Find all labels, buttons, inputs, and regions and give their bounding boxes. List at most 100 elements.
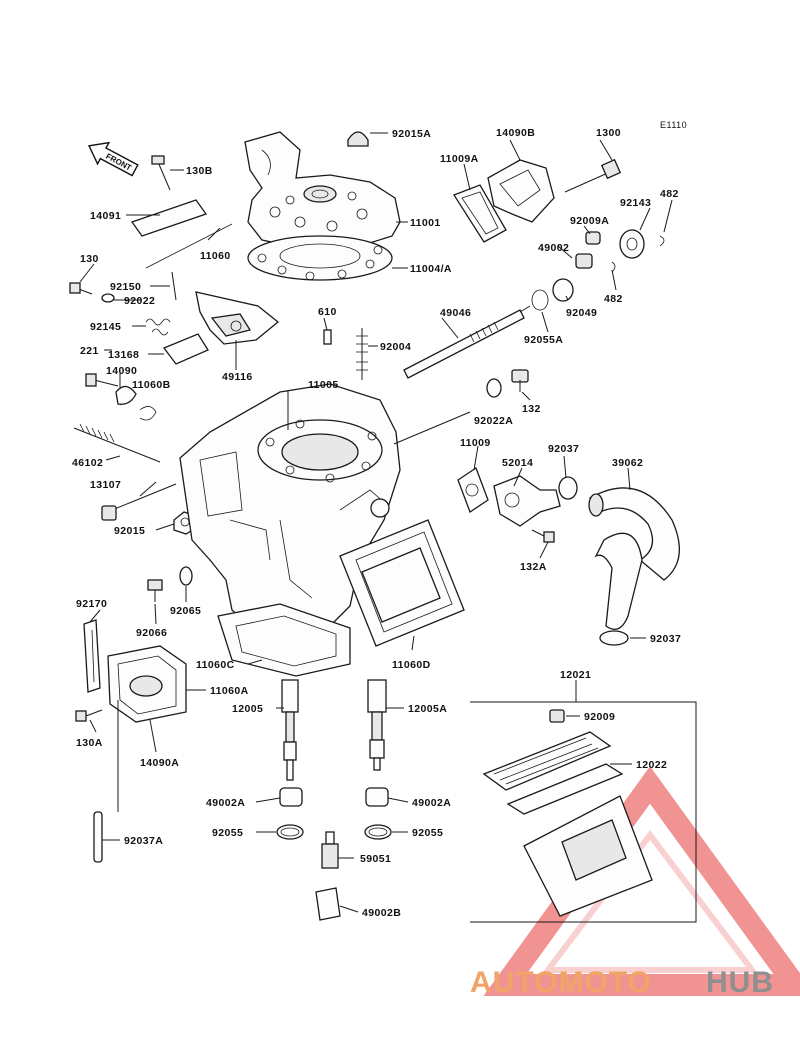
- base-gasket-11060C: [217, 603, 351, 677]
- label-14090A: 14090A: [140, 757, 179, 769]
- power-valve-assembly: [162, 291, 280, 365]
- label-12022: 12022: [636, 759, 667, 771]
- leader-lines: [79, 132, 673, 913]
- label-610: 610: [318, 306, 337, 318]
- label-11001: 11001: [410, 217, 441, 229]
- front-arrow-icon: FRONT: [88, 141, 139, 177]
- label-221: 221: [80, 345, 99, 357]
- label-92022A: 92022A: [474, 415, 513, 427]
- label-482-bottom: 482: [604, 293, 623, 305]
- label-92015: 92015: [114, 525, 145, 537]
- label-49046: 49046: [440, 307, 471, 319]
- bolt-130: [69, 271, 177, 303]
- label-132A: 132A: [520, 561, 547, 573]
- label-92037-top: 92037: [548, 443, 579, 455]
- o-rings-92055: [276, 824, 392, 840]
- washer-92065: [179, 566, 193, 586]
- clip: [139, 406, 157, 421]
- label-13168: 13168: [108, 349, 139, 361]
- diagram-code: E1110: [660, 120, 687, 130]
- label-92037-bottom: 92037: [650, 633, 681, 645]
- label-11009: 11009: [460, 437, 491, 449]
- label-92170: 92170: [76, 598, 107, 610]
- label-46102: 46102: [72, 457, 103, 469]
- water-outlet-52014: [493, 475, 561, 527]
- label-1300: 1300: [596, 127, 621, 139]
- label-92049: 92049: [566, 307, 597, 319]
- clamp-92037-bottom: [599, 630, 629, 646]
- label-482-top: 482: [660, 188, 679, 200]
- label-130B: 130B: [186, 165, 213, 177]
- watermark-text-b: HUB: [706, 966, 774, 999]
- gasket-11009: [457, 467, 489, 513]
- label-11060D: 11060D: [392, 659, 431, 671]
- bolt-130A: [75, 709, 103, 722]
- valve-shaft-49046: [403, 305, 531, 379]
- label-92145: 92145: [90, 321, 121, 333]
- head-gasket: [247, 235, 393, 281]
- watermark-text-a: AUTOMOTO: [470, 966, 652, 999]
- valve-12005: [281, 679, 299, 781]
- label-14091: 14091: [90, 210, 121, 222]
- label-92055-right: 92055: [412, 827, 443, 839]
- label-49002B: 49002B: [362, 907, 401, 919]
- label-92037A: 92037A: [124, 835, 163, 847]
- label-49002A-left: 49002A: [206, 797, 245, 809]
- label-11060: 11060: [200, 250, 231, 262]
- label-13107: 13107: [90, 479, 121, 491]
- strap-92170: [83, 619, 101, 693]
- label-132: 132: [522, 403, 541, 415]
- label-11060B: 11060B: [132, 379, 171, 391]
- label-49002: 49002: [538, 242, 569, 254]
- valve-12005A: [367, 679, 387, 771]
- label-14090B: 14090B: [496, 127, 535, 139]
- long-bolt: [564, 158, 622, 193]
- label-130: 130: [80, 253, 99, 265]
- label-92015A: 92015A: [392, 128, 431, 140]
- label-92065: 92065: [170, 605, 201, 617]
- bolt-130B: [151, 155, 171, 191]
- cylinder-head: [244, 131, 401, 249]
- pv-cover-14090A: [107, 645, 187, 723]
- label-11004A: 11004/A: [410, 263, 452, 275]
- valve-cover: [453, 159, 555, 243]
- label-39062: 39062: [612, 457, 643, 469]
- bolt-132: [486, 369, 529, 398]
- part-labels: 92015A 14090B 1300 11009A 130B 14091 110…: [72, 127, 681, 919]
- hose-39062: [588, 487, 680, 630]
- label-92022: 92022: [124, 295, 155, 307]
- watermark-text: AUTOMOTO HUB: [470, 966, 774, 999]
- label-11005: 11005: [308, 379, 339, 391]
- label-12005A: 12005A: [408, 703, 447, 715]
- cover-plate-14091: [130, 199, 233, 269]
- label-49002A-right: 49002A: [412, 797, 451, 809]
- label-11060A: 11060A: [210, 685, 249, 697]
- rod-46102: [73, 423, 161, 463]
- intake-gasket-11060D: [339, 519, 465, 647]
- label-92004: 92004: [380, 341, 411, 353]
- reed-valve-box: [470, 701, 697, 923]
- bushings-49002A: [279, 787, 389, 807]
- springs: [145, 318, 171, 336]
- bolt-132A: [531, 529, 555, 543]
- label-130A: 130A: [76, 737, 103, 749]
- gear-shaft-13107: [101, 483, 177, 521]
- bushing-49002B: [315, 887, 341, 921]
- bolt-14090: [85, 373, 137, 405]
- label-49116: 49116: [222, 371, 253, 383]
- label-92150: 92150: [110, 281, 141, 293]
- gear-59051: [321, 831, 339, 869]
- label-92055-left: 92055: [212, 827, 243, 839]
- label-59051: 59051: [360, 853, 391, 865]
- label-92009: 92009: [584, 711, 615, 723]
- label-52014: 52014: [502, 457, 533, 469]
- label-11009A: 11009A: [440, 153, 479, 165]
- bolt-92066: [147, 579, 163, 602]
- label-92055A: 92055A: [524, 334, 563, 346]
- label-92143: 92143: [620, 197, 651, 209]
- label-92066: 92066: [136, 627, 167, 639]
- label-11060C: 11060C: [196, 659, 235, 671]
- stud-and-pin: [323, 328, 368, 380]
- pin-92037A: [93, 811, 103, 863]
